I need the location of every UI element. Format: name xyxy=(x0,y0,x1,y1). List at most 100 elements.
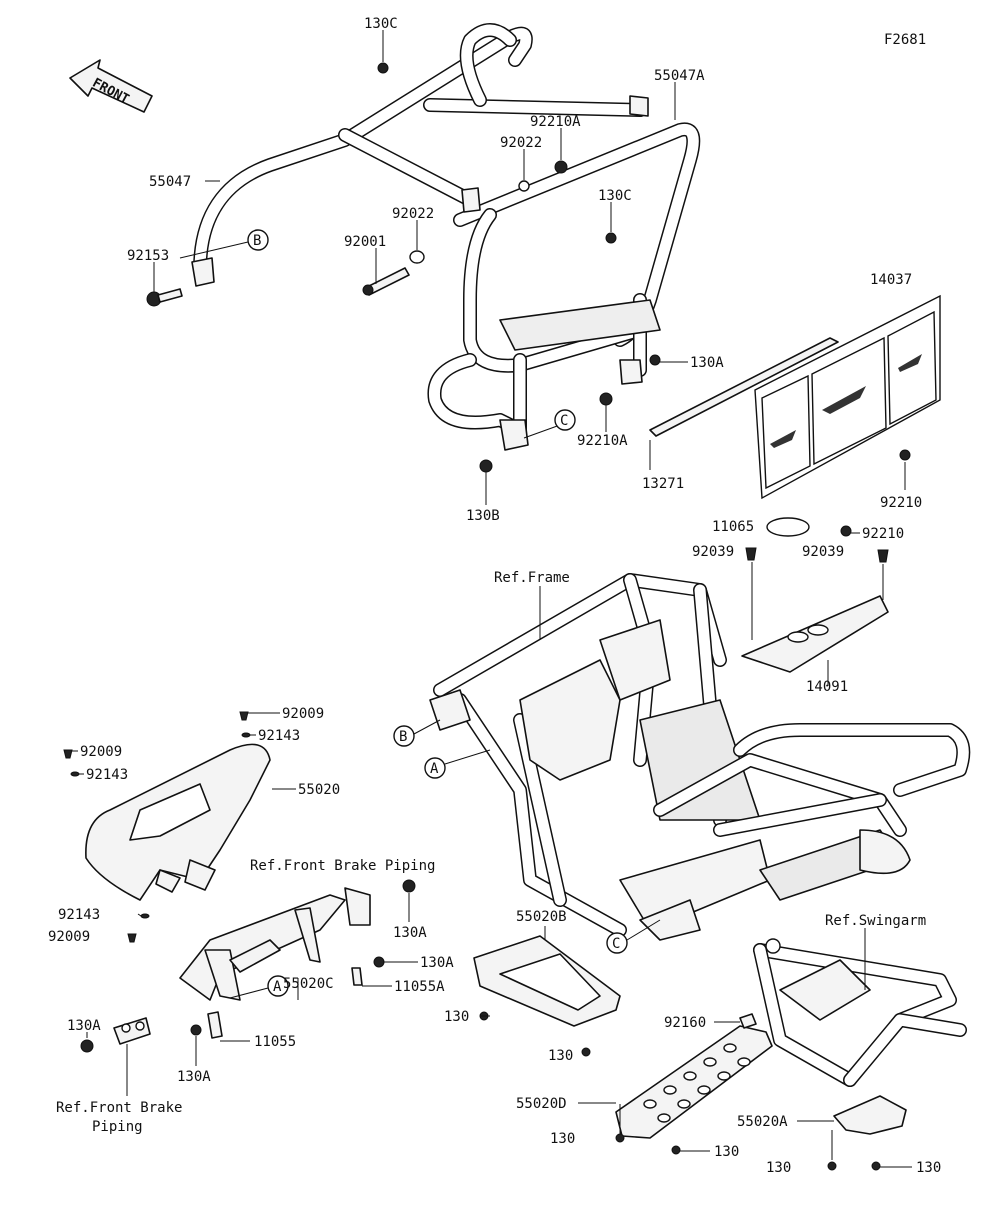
marker-c-lower: C xyxy=(606,919,661,954)
front-arrow: FRONT xyxy=(69,59,153,113)
label-55047: 55047 xyxy=(149,174,191,190)
label-130c-mid: 130C xyxy=(598,188,632,204)
bolt-130-b2 xyxy=(581,1047,591,1057)
label-130a-brk: 130A xyxy=(393,925,427,941)
label-130-a1: 130 xyxy=(766,1160,791,1176)
rear-guard-frame xyxy=(191,23,701,451)
label-130-a2: 130 xyxy=(916,1160,941,1176)
marker-b-upper-label: B xyxy=(253,233,261,249)
label-92143-c: 92143 xyxy=(58,907,100,923)
clip-92009-a xyxy=(239,711,249,721)
marker-a-bracket: A xyxy=(229,975,289,999)
label-92210-1: 92210 xyxy=(880,495,922,511)
mesh-panel-14037 xyxy=(754,294,941,500)
clip-92009-b xyxy=(63,749,73,759)
label-11055a: 11055A xyxy=(394,979,445,995)
label-13271: 13271 xyxy=(642,476,684,492)
clip-92039-right xyxy=(877,549,889,563)
pad-11065 xyxy=(766,517,810,537)
label-92210a-top: 92210A xyxy=(530,114,581,130)
label-92022-top: 92022 xyxy=(500,135,542,151)
nut-92210-2 xyxy=(840,525,852,537)
label-92143-b: 92143 xyxy=(86,767,128,783)
bolt-130a-mid xyxy=(373,956,385,968)
leader-lines xyxy=(72,30,912,1168)
label-14091: 14091 xyxy=(806,679,848,695)
clip-92039-left xyxy=(745,547,757,561)
nut-92210-1 xyxy=(899,449,911,461)
marker-a-lower: A xyxy=(424,749,491,779)
marker-b-upper: B xyxy=(179,229,269,259)
marker-c-upper-label: C xyxy=(560,413,568,429)
marker-c-lower-label: C xyxy=(612,936,620,952)
washer-92143-b xyxy=(70,771,80,777)
ref-front-brake-piping-top: Ref.Front Brake Piping xyxy=(250,858,435,874)
swingarm xyxy=(753,938,967,1087)
bolt-130-a2 xyxy=(871,1161,881,1171)
marker-b-lower-label: B xyxy=(399,729,407,745)
label-92153: 92153 xyxy=(127,248,169,264)
bolt-92001 xyxy=(362,267,410,296)
clip-92009-c xyxy=(127,933,137,943)
label-92143-a: 92143 xyxy=(258,728,300,744)
label-92001: 92001 xyxy=(344,234,386,250)
marker-a-lower-label: A xyxy=(430,761,439,777)
bracket-front-brake-piping xyxy=(113,1017,151,1045)
skid-plate-55020d xyxy=(615,1025,773,1139)
bolt-130a-brk xyxy=(402,879,416,893)
label-92160: 92160 xyxy=(664,1015,706,1031)
marker-b-lower: B xyxy=(393,719,441,747)
label-92210a-low: 92210A xyxy=(577,433,628,449)
label-55020d: 55020D xyxy=(516,1096,567,1112)
clamp-11055 xyxy=(207,1011,223,1039)
bolt-92153 xyxy=(146,288,183,307)
diagram-id: F2681 xyxy=(884,32,926,48)
label-55020c: 55020C xyxy=(283,976,334,992)
front-fender-55020 xyxy=(85,743,271,901)
ref-swingarm-label: Ref.Swingarm xyxy=(825,913,926,929)
label-130a-upper: 130A xyxy=(690,355,724,371)
bolt-130a-upper xyxy=(649,354,661,366)
nut-92210a-top xyxy=(554,160,568,174)
label-130a-left: 130A xyxy=(67,1018,101,1034)
bolt-130-a1 xyxy=(827,1161,837,1171)
bolt-130c-mid xyxy=(605,232,617,244)
label-130-b2: 130 xyxy=(548,1048,573,1064)
label-55020: 55020 xyxy=(298,782,340,798)
pad-92160 xyxy=(739,1013,757,1029)
skid-plate-55020b xyxy=(473,935,621,1027)
bracket-55020c xyxy=(179,887,371,1001)
nut-92210a-low xyxy=(599,392,613,406)
ref-front-brake-piping-bottom-2: Piping xyxy=(92,1119,143,1135)
label-92009-a: 92009 xyxy=(282,706,324,722)
washer-92143-c xyxy=(140,913,150,919)
washer-92022-mid xyxy=(409,250,425,264)
bolt-130b xyxy=(479,459,493,473)
ref-frame-label: Ref.Frame xyxy=(494,570,570,586)
washer-92022-top xyxy=(518,180,530,192)
label-130-d2: 130 xyxy=(714,1144,739,1160)
cover-14091 xyxy=(741,595,889,673)
label-130a-mid: 130A xyxy=(420,955,454,971)
skid-plate-holes xyxy=(643,1043,751,1123)
label-11065: 11065 xyxy=(712,519,754,535)
seal-strip-13271 xyxy=(649,337,839,437)
label-55020b: 55020B xyxy=(516,909,567,925)
label-55020a: 55020A xyxy=(737,1114,788,1130)
ref-front-brake-piping-bottom-1: Ref.Front Brake xyxy=(56,1100,182,1116)
label-14037: 14037 xyxy=(870,272,912,288)
skid-plate-55020a xyxy=(833,1095,907,1135)
label-11055: 11055 xyxy=(254,1034,296,1050)
main-frame xyxy=(429,573,971,941)
marker-c-upper: C xyxy=(523,409,576,439)
label-130-b1: 130 xyxy=(444,1009,469,1025)
label-92009-b: 92009 xyxy=(80,744,122,760)
bolt-130-d1 xyxy=(615,1133,625,1143)
label-130-d1: 130 xyxy=(550,1131,575,1147)
label-92022-mid: 92022 xyxy=(392,206,434,222)
washer-92143-a xyxy=(241,732,251,738)
bolt-130a-left xyxy=(80,1039,94,1053)
label-92210-2: 92210 xyxy=(862,526,904,542)
label-92039-right: 92039 xyxy=(802,544,844,560)
